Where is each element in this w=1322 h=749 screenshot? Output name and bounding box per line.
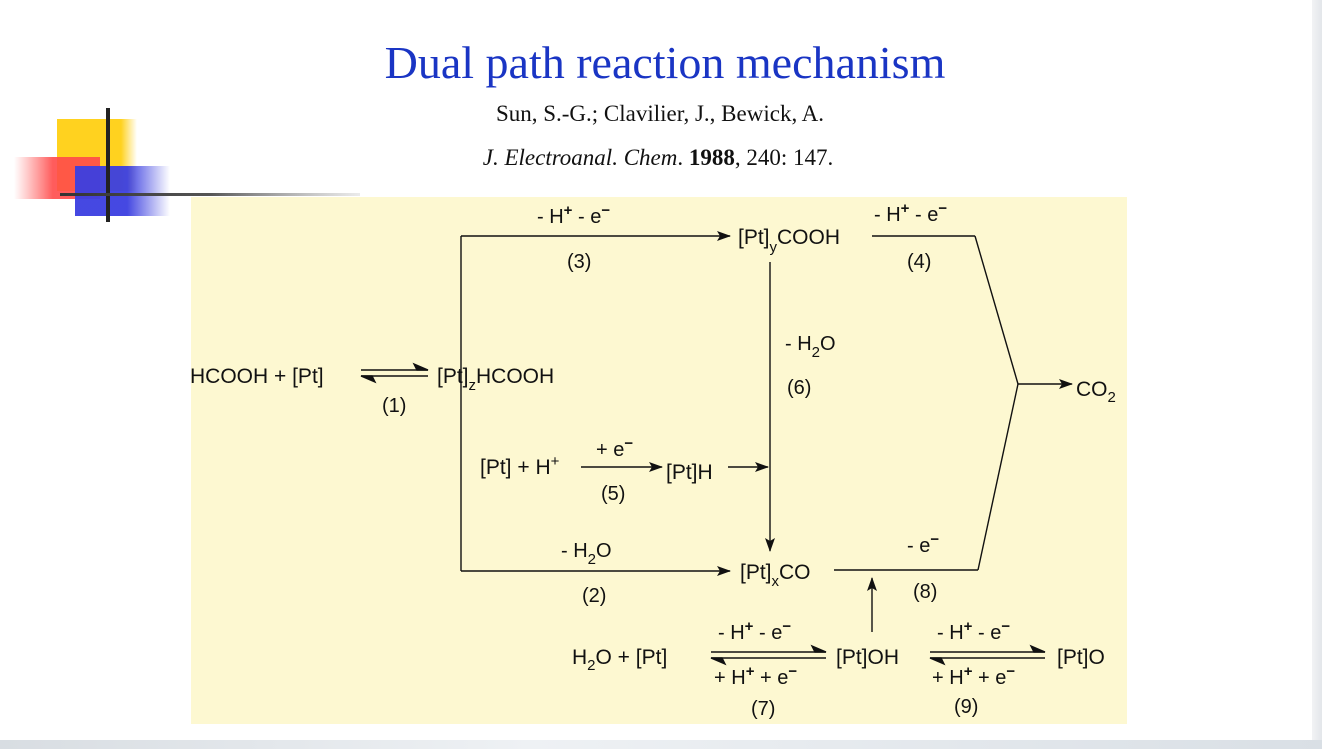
condition-step5-a: + e xyxy=(596,439,624,461)
condition-step4-a: - H xyxy=(874,204,901,226)
condition-step8-sup: − xyxy=(930,531,939,548)
species-pt-co-base: [Pt] xyxy=(740,561,772,584)
species-co2: CO2 xyxy=(1076,378,1116,406)
species-proton-reactants-sup: + xyxy=(551,453,560,470)
slide-title: Dual path reaction mechanism xyxy=(384,37,946,88)
citation-year: 1988 xyxy=(688,145,735,170)
citation-pages: , 240: 147. xyxy=(734,145,834,170)
citation-journal: J. Electroanal. Chem xyxy=(482,145,678,170)
condition-step2-b: O xyxy=(596,540,612,562)
species-pt-o: [Pt]O xyxy=(1057,646,1105,669)
step-label-5: (5) xyxy=(601,483,625,505)
reaction-mechanism-diagram: HCOOH + [Pt] [Pt]zHCOOH [Pt]yCOOH [Pt]xC… xyxy=(191,200,1116,720)
slide-decoration xyxy=(14,108,360,222)
species-water-reactants-sub: 2 xyxy=(587,657,595,674)
condition-step3: - H+ - e− xyxy=(537,202,610,228)
species-adsorbed-formic-rest: HCOOH xyxy=(476,365,554,388)
slide-right-edge xyxy=(1312,0,1322,749)
deco-blue-square xyxy=(75,166,170,216)
equilibrium-step7 xyxy=(710,644,827,666)
condition-step4-sup: + xyxy=(901,200,910,217)
condition-step9-forward-b: - e xyxy=(972,622,1001,644)
condition-step4-b: - e xyxy=(909,204,938,226)
species-pt-h: [Pt]H xyxy=(666,461,713,484)
condition-step9-reverse-sup: + xyxy=(964,663,973,680)
condition-step9-forward-sup2: − xyxy=(1001,618,1010,635)
step-label-3: (3) xyxy=(567,251,591,273)
condition-step3-b: - e xyxy=(572,206,601,228)
species-adsorbed-formic-sub: z xyxy=(469,377,477,394)
condition-step7-forward-sup: + xyxy=(745,618,754,635)
condition-step9-forward: - H+ - e− xyxy=(937,618,1010,644)
condition-step7-reverse: + H+ + e− xyxy=(714,663,797,689)
deco-horizontal-line xyxy=(60,193,360,196)
species-co2-sub: 2 xyxy=(1108,389,1116,406)
condition-step7-forward-b: - e xyxy=(753,622,782,644)
species-pt-cooh: [Pt]yCOOH xyxy=(738,226,840,256)
condition-step4-sup2: − xyxy=(938,200,947,217)
condition-step9-forward-a: - H xyxy=(937,622,964,644)
equilibrium-step9 xyxy=(929,644,1046,666)
condition-step9-reverse-b: + e xyxy=(972,667,1006,689)
condition-step4: - H+ - e− xyxy=(874,200,947,226)
deco-vertical-line xyxy=(106,108,110,222)
condition-step3-sup: + xyxy=(564,202,573,219)
condition-step7-forward: - H+ - e− xyxy=(718,618,791,644)
condition-step3-sup2: − xyxy=(601,202,610,219)
species-water-reactants: H2O + [Pt] xyxy=(572,646,667,674)
condition-step2: - H2O xyxy=(561,540,612,568)
slide-citation: J. Electroanal. Chem. 1988, 240: 147. xyxy=(0,145,1316,171)
species-formic-reactants: HCOOH + [Pt] xyxy=(191,365,324,388)
species-water-reactants-rest: O + [Pt] xyxy=(596,646,668,669)
condition-step2-a: - H xyxy=(561,540,588,562)
species-pt-co: [Pt]xCO xyxy=(740,561,811,590)
condition-step5: + e− xyxy=(596,435,633,461)
step-label-7: (7) xyxy=(751,698,775,720)
condition-step9-reverse-sup2: − xyxy=(1006,663,1015,680)
condition-step6-sub: 2 xyxy=(812,344,820,361)
species-pt-oh: [Pt]OH xyxy=(836,646,899,669)
condition-step6-a: - H xyxy=(785,333,812,355)
species-proton-reactants: [Pt] + H+ xyxy=(480,453,560,479)
equilibrium-step1 xyxy=(360,362,429,384)
species-pt-cooh-sub: y xyxy=(770,239,778,256)
line-step4-merge xyxy=(974,235,1019,385)
species-adsorbed-formic: [Pt]zHCOOH xyxy=(437,365,554,394)
species-pt-co-rest: CO xyxy=(779,561,811,584)
condition-step8-a: - e xyxy=(907,535,930,557)
citation-separator: . xyxy=(677,145,689,170)
condition-step5-sup: − xyxy=(624,435,633,452)
species-water-reactants-pre: H xyxy=(572,646,587,669)
condition-step7-reverse-b: + e xyxy=(754,667,788,689)
species-adsorbed-formic-base: [Pt] xyxy=(437,365,469,388)
step-label-8: (8) xyxy=(913,581,937,603)
condition-step7-forward-sup2: − xyxy=(782,618,791,635)
slide-authors: Sun, S.-G.; Clavilier, J., Bewick, A. xyxy=(495,101,825,126)
condition-step6-b: O xyxy=(820,333,836,355)
condition-step9-reverse: + H+ + e− xyxy=(932,663,1015,689)
step-label-1: (1) xyxy=(382,395,406,417)
species-pt-co-sub: x xyxy=(772,573,780,590)
condition-step8: - e− xyxy=(907,531,939,557)
step-label-2: (2) xyxy=(582,585,606,607)
condition-step9-forward-sup: + xyxy=(964,618,973,635)
condition-step9-reverse-a: + H xyxy=(932,667,964,689)
diagram-panel: HCOOH + [Pt] [Pt]zHCOOH [Pt]yCOOH [Pt]xC… xyxy=(191,197,1127,724)
condition-step7-reverse-a: + H xyxy=(714,667,746,689)
species-proton-reactants-base: [Pt] + H xyxy=(480,456,551,479)
condition-step7-reverse-sup2: − xyxy=(788,663,797,680)
line-step8-merge xyxy=(977,383,1019,571)
condition-step7-forward-a: - H xyxy=(718,622,745,644)
condition-step2-sub: 2 xyxy=(588,551,596,568)
species-pt-cooh-base: [Pt] xyxy=(738,226,770,249)
condition-step3-a: - H xyxy=(537,206,564,228)
species-co2-base: CO xyxy=(1076,378,1108,401)
condition-step6: - H2O xyxy=(785,333,836,361)
step-label-4: (4) xyxy=(907,251,931,273)
step-label-9: (9) xyxy=(954,696,978,718)
species-pt-cooh-rest: COOH xyxy=(777,226,840,249)
slide-bottom-edge xyxy=(0,740,1322,749)
condition-step7-reverse-sup: + xyxy=(746,663,755,680)
step-label-6: (6) xyxy=(787,377,811,399)
